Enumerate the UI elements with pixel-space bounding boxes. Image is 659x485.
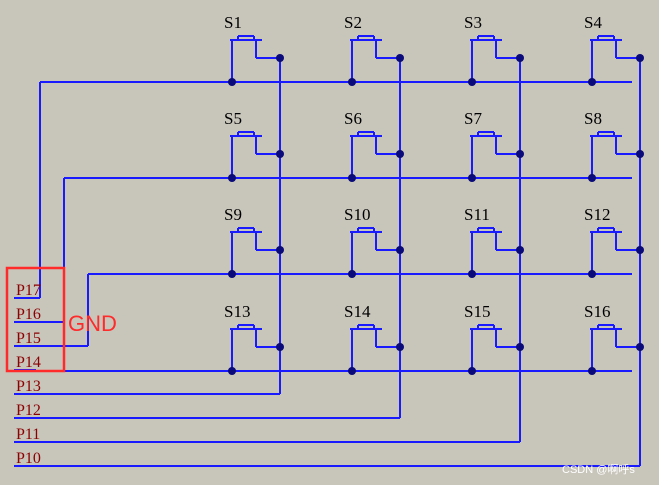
junction-row	[348, 78, 356, 86]
junction-row	[468, 78, 476, 86]
gnd-label: GND	[68, 311, 117, 336]
junction-row	[348, 270, 356, 278]
junction-row	[348, 174, 356, 182]
junction-col	[516, 150, 524, 158]
switch-s14: S14	[344, 302, 400, 371]
switch-s2: S2	[344, 13, 400, 82]
junction-row	[588, 174, 596, 182]
junction-row	[468, 367, 476, 375]
junction-col	[396, 246, 404, 254]
switch-s4: S4	[584, 13, 640, 82]
junction-row	[228, 367, 236, 375]
junction-row	[348, 367, 356, 375]
junction-row	[228, 78, 236, 86]
junction-col	[396, 343, 404, 351]
junction-col	[396, 54, 404, 62]
pin-label-p11: P11	[16, 426, 40, 443]
switch-label: S8	[584, 109, 602, 128]
pin-label-p12: P12	[16, 402, 41, 419]
junction-col	[276, 343, 284, 351]
switch-s12: S12	[584, 205, 640, 274]
switch-label: S3	[464, 13, 482, 32]
junction-row	[468, 174, 476, 182]
switch-s16: S16	[584, 302, 640, 371]
switch-s1: S1	[224, 13, 280, 82]
junction-col	[636, 54, 644, 62]
junction-row	[228, 174, 236, 182]
pin-label-p17: P17	[16, 282, 41, 299]
switch-s10: S10	[344, 205, 400, 274]
switch-s6: S6	[344, 109, 400, 178]
switch-label: S7	[464, 109, 482, 128]
junction-row	[228, 270, 236, 278]
pin-label-p14: P14	[16, 354, 41, 371]
switch-s13: S13	[224, 302, 280, 371]
switch-label: S4	[584, 13, 602, 32]
junction-col	[276, 54, 284, 62]
wires-layer	[16, 58, 641, 467]
junction-row	[588, 270, 596, 278]
junctions-layer	[228, 54, 644, 375]
junction-row	[588, 78, 596, 86]
junction-col	[516, 54, 524, 62]
switch-label: S14	[344, 302, 371, 321]
pin-label-p13: P13	[16, 378, 41, 395]
gnd-highlight-box	[5, 266, 66, 373]
switch-label: S2	[344, 13, 362, 32]
pin-label-p10: P10	[16, 450, 41, 467]
switch-s7: S7	[464, 109, 520, 178]
switch-label: S13	[224, 302, 250, 321]
switch-s15: S15	[464, 302, 520, 371]
switch-s3: S3	[464, 13, 520, 82]
junction-row	[468, 270, 476, 278]
switch-label: S6	[344, 109, 362, 128]
switch-label: S5	[224, 109, 242, 128]
junction-col	[276, 150, 284, 158]
switch-label: S15	[464, 302, 490, 321]
switch-s9: S9	[224, 205, 280, 274]
switch-label: S1	[224, 13, 242, 32]
junction-col	[636, 343, 644, 351]
switch-s11: S11	[464, 205, 520, 274]
switch-s5: S5	[224, 109, 280, 178]
switch-label: S16	[584, 302, 610, 321]
switch-label: S10	[344, 205, 370, 224]
junction-col	[516, 343, 524, 351]
junction-col	[636, 150, 644, 158]
switch-label: S11	[464, 205, 490, 224]
junction-col	[516, 246, 524, 254]
watermark: CSDN @啊呼s	[562, 463, 635, 476]
junction-row	[588, 367, 596, 375]
switch-label: S9	[224, 205, 242, 224]
junction-col	[636, 246, 644, 254]
switch-s8: S8	[584, 109, 640, 178]
switch-label: S12	[584, 205, 610, 224]
pin-label-p16: P16	[16, 306, 41, 323]
pin-label-p15: P15	[16, 330, 41, 347]
junction-col	[396, 150, 404, 158]
junction-col	[276, 246, 284, 254]
